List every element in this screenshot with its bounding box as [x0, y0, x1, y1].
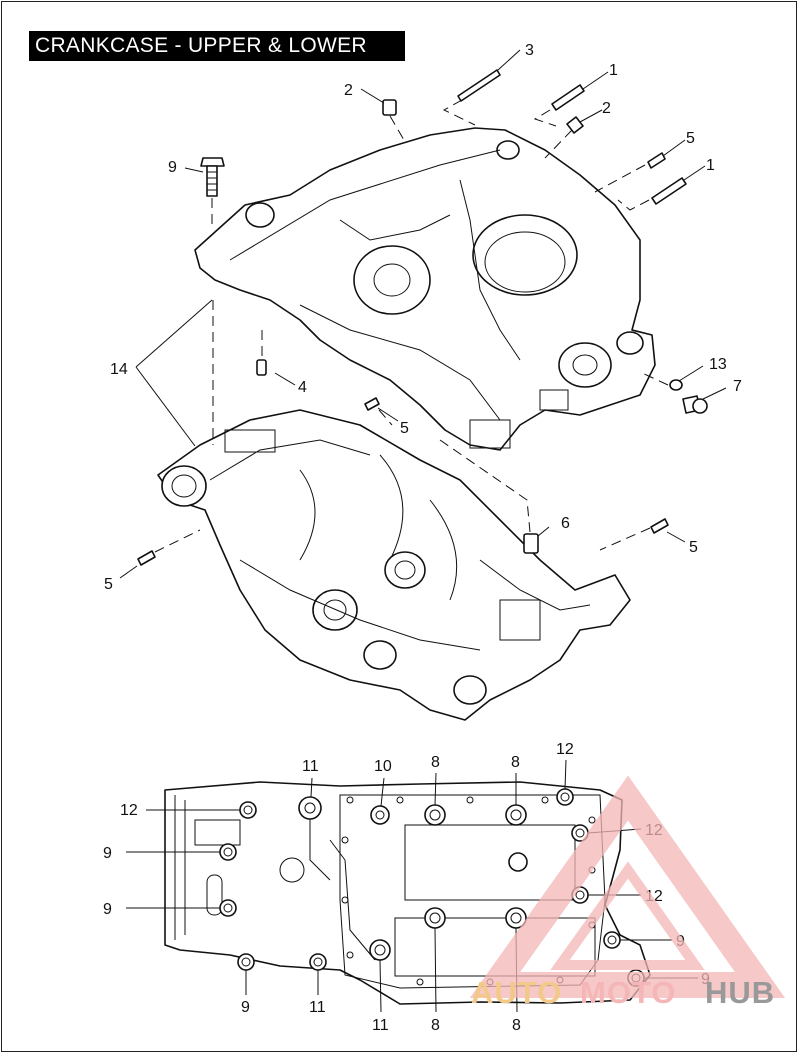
- pin-5-middle: [364, 397, 380, 411]
- lower-crankcase: [157, 409, 631, 721]
- callout-1-upper: 1: [609, 62, 618, 79]
- small-parts: [137, 69, 708, 566]
- long-dowel-3: [457, 69, 501, 102]
- crankcase-bottom-view: [164, 781, 651, 1005]
- callout-6: 6: [561, 515, 570, 532]
- callout-12-left: 12: [120, 802, 138, 819]
- dowel-1-upper: [551, 84, 585, 111]
- leader-lines: [119, 49, 727, 579]
- callout-2-left: 2: [344, 82, 353, 99]
- bolt-9-top: [200, 157, 225, 197]
- callout-11-bottom-left: 11: [309, 999, 326, 1016]
- callout-14: 14: [110, 361, 128, 378]
- upper-crankcase: [194, 127, 656, 451]
- page-title: CRANKCASE - UPPER & LOWER: [29, 31, 405, 61]
- callout-8-bottom-left: 8: [431, 1017, 440, 1034]
- callout-5-right: 5: [689, 539, 698, 556]
- callout-1-lower: 1: [706, 157, 715, 174]
- callout-9-right-lower: 9: [701, 971, 710, 988]
- callout-11-top: 11: [302, 758, 319, 775]
- callout-5-upper: 5: [686, 130, 695, 147]
- washer-13: [669, 379, 683, 391]
- callout-5-middle: 5: [400, 420, 409, 437]
- dowel-1-lower: [651, 177, 687, 205]
- callout-3: 3: [525, 42, 534, 59]
- callout-5-left: 5: [104, 576, 113, 593]
- callout-12-right-lower: 12: [645, 888, 663, 905]
- screw-7: [682, 395, 708, 414]
- callout-12-top: 12: [556, 741, 574, 758]
- callout-9-left-lower: 9: [103, 901, 112, 918]
- callout-8-top-right: 8: [511, 754, 520, 771]
- callout-7: 7: [733, 378, 742, 395]
- callout-9-left-upper: 9: [103, 845, 112, 862]
- callout-9-bolt: 9: [168, 159, 177, 176]
- sleeve-2-right: [566, 116, 584, 134]
- pin-5-upper-right: [647, 152, 666, 169]
- callout-4: 4: [298, 379, 307, 396]
- pin-4: [256, 359, 267, 376]
- callout-9-bottom: 9: [241, 999, 250, 1016]
- callout-12-right-upper: 12: [645, 822, 663, 839]
- pin-5-right: [650, 518, 669, 534]
- callout-11-bottom: 11: [372, 1017, 389, 1034]
- callout-2-right: 2: [602, 100, 611, 117]
- callout-8-bottom-right: 8: [512, 1017, 521, 1034]
- callout-10: 10: [374, 758, 392, 775]
- pin-5-left: [137, 550, 156, 566]
- sleeve-6: [523, 533, 539, 554]
- sleeve-2-left: [382, 99, 397, 116]
- callout-9-right-upper: 9: [676, 933, 685, 950]
- callout-8-top-left: 8: [431, 754, 440, 771]
- callout-13: 13: [709, 356, 727, 373]
